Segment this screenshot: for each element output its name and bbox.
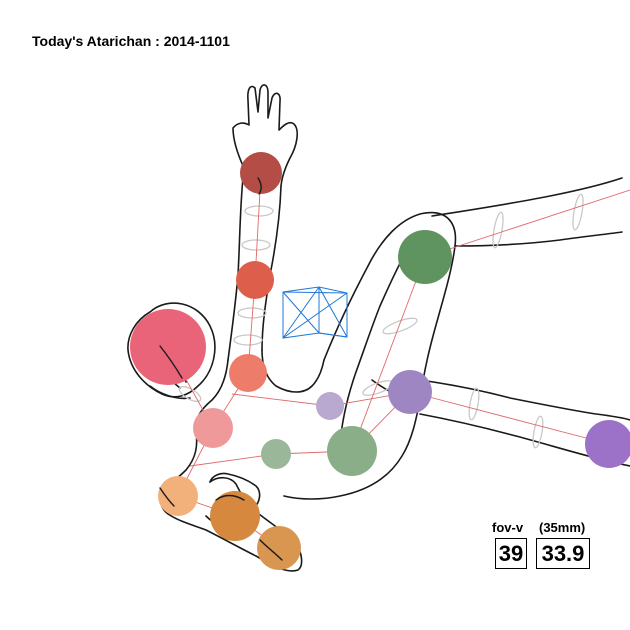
bone-left-arm xyxy=(177,427,280,549)
head-outline xyxy=(127,302,216,398)
ring-forearm-2 xyxy=(241,239,271,251)
camera-gizmo[interactable] xyxy=(282,286,348,339)
right-shin-top-outline xyxy=(431,177,623,217)
joint-left-hand[interactable] xyxy=(257,526,301,570)
joint-right-elbow[interactable] xyxy=(229,354,267,392)
joint-right-knee[interactable] xyxy=(398,230,452,284)
left-arm-outline xyxy=(159,476,303,572)
ring-shin-l xyxy=(532,415,544,449)
ring-shin-r-1 xyxy=(492,211,504,249)
joint-left-foot[interactable] xyxy=(585,420,630,468)
joint-head[interactable] xyxy=(130,309,206,385)
joints[interactable] xyxy=(130,152,630,570)
joint-left-elbow[interactable] xyxy=(210,491,260,541)
overlay-outline xyxy=(159,177,283,561)
joint-neck[interactable] xyxy=(261,439,291,469)
ring-neck xyxy=(178,385,202,403)
ring-upperarm-2 xyxy=(233,334,263,346)
ring-thigh-r xyxy=(382,317,418,335)
joint-hip[interactable] xyxy=(327,426,377,476)
joint-left-upperarm[interactable] xyxy=(158,476,198,516)
lens-label: (35mm) xyxy=(539,520,586,535)
bone-spine xyxy=(275,256,426,455)
body-outline xyxy=(127,84,630,572)
joint-right-shoulder[interactable] xyxy=(193,408,233,448)
lens-value-field[interactable]: 33.9 xyxy=(536,538,590,569)
joint-chest[interactable] xyxy=(316,392,344,420)
rotation-rings xyxy=(178,193,584,449)
right-hand-outline xyxy=(232,84,299,187)
right-leg-inner-outline xyxy=(339,255,405,445)
joint-left-knee[interactable] xyxy=(388,370,432,414)
torso-lower-outline xyxy=(261,349,325,393)
bone-left-leg xyxy=(409,391,610,445)
bone-right-shin xyxy=(424,189,630,258)
joint-right-forearm[interactable] xyxy=(236,261,274,299)
fov-value-field[interactable]: 39 xyxy=(495,538,527,569)
ring-shin-r-2 xyxy=(572,193,584,231)
bone-right-arm xyxy=(212,172,262,429)
page-title: Today's Atarichan : 2014-1101 xyxy=(32,33,230,49)
joint-right-hand[interactable] xyxy=(240,152,282,194)
fov-label: fov-v xyxy=(492,520,524,535)
right-leg-outer-outline xyxy=(283,211,457,500)
ring-thigh-l xyxy=(468,387,480,421)
right-shin-bottom-outline xyxy=(454,231,623,247)
left-leg-top-outline xyxy=(419,379,630,421)
right-arm-outer-outline xyxy=(227,167,245,361)
